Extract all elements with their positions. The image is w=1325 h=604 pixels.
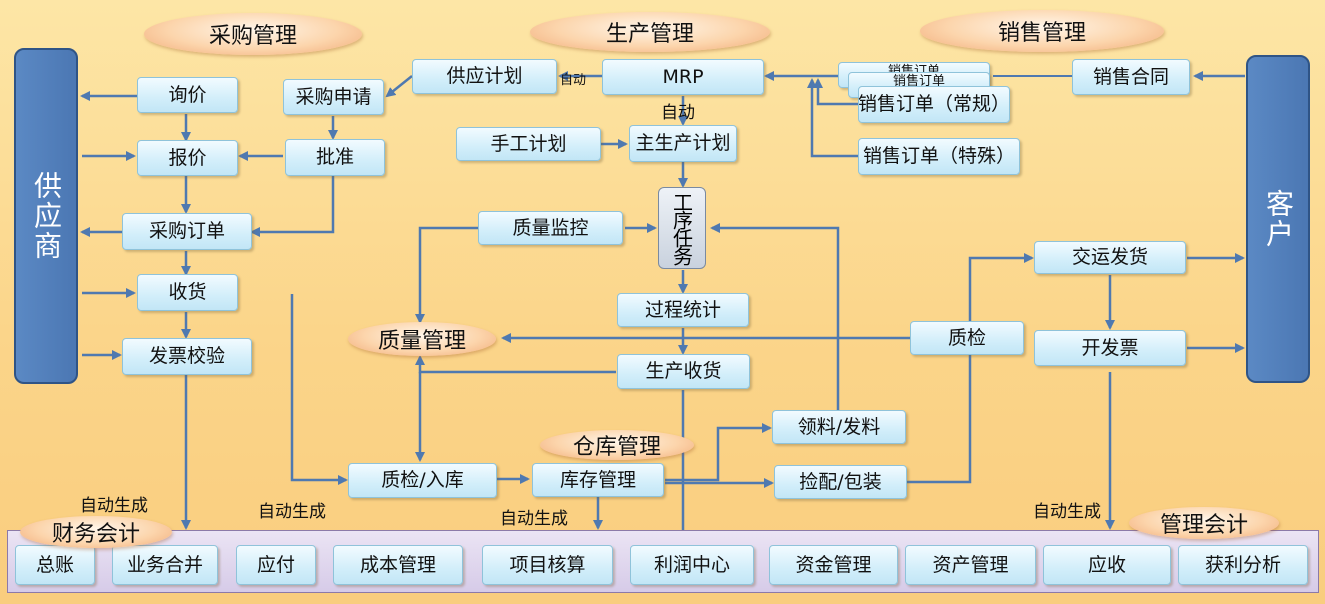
finance-accounting-label: 财务会计 — [20, 516, 172, 548]
qc-inbound-box[interactable]: 质检/入库 — [348, 463, 497, 498]
material-issue-box[interactable]: 领料/发料 — [772, 410, 906, 444]
finance-module-project-accounting[interactable]: 项目核算 — [482, 545, 613, 585]
receiving-box[interactable]: 收货 — [137, 274, 238, 311]
supplier-panel: 供应商 — [14, 48, 78, 384]
finance-module-profitability-analysis[interactable]: 获利分析 — [1178, 545, 1308, 585]
finance-module-general-ledger[interactable]: 总账 — [15, 545, 95, 585]
auto-generate-label-4: 自动生成 — [1033, 502, 1101, 522]
master-production-plan-box[interactable]: 主生产计划 — [629, 125, 737, 162]
approve-box[interactable]: 批准 — [285, 139, 385, 176]
quality-management-label: 质量管理 — [348, 322, 496, 356]
mrp-box[interactable]: MRP — [602, 59, 764, 95]
process-task-box[interactable]: 工序任务 — [658, 187, 706, 269]
auto-generate-label-3: 自动生成 — [500, 509, 568, 529]
finance-module-treasury[interactable]: 资金管理 — [769, 545, 898, 585]
process-statistics-box[interactable]: 过程统计 — [617, 293, 749, 327]
customer-panel: 客户 — [1246, 55, 1310, 383]
quality-monitor-box[interactable]: 质量监控 — [478, 211, 623, 245]
production-receipt-box[interactable]: 生产收货 — [617, 354, 750, 389]
sales-order-regular-box[interactable]: 销售订单（常规） — [858, 86, 1010, 123]
finance-module-profit-center[interactable]: 利润中心 — [630, 545, 754, 585]
supply-plan-box[interactable]: 供应计划 — [412, 59, 557, 94]
finance-module-consolidation[interactable]: 业务合并 — [112, 545, 218, 585]
purchase-request-box[interactable]: 采购申请 — [283, 79, 384, 115]
quote-box[interactable]: 报价 — [137, 140, 238, 176]
invoicing-box[interactable]: 开发票 — [1034, 330, 1186, 366]
management-accounting-label: 管理会计 — [1129, 507, 1279, 539]
sales-management-label: 销售管理 — [920, 10, 1164, 52]
finance-module-asset-management[interactable]: 资产管理 — [905, 545, 1036, 585]
finance-module-payables[interactable]: 应付 — [236, 545, 316, 585]
purchase-management-label: 采购管理 — [144, 13, 362, 55]
sales-order-special-box[interactable]: 销售订单（特殊） — [858, 138, 1020, 175]
quality-check-box[interactable]: 质检 — [910, 321, 1024, 355]
finance-module-receivables[interactable]: 应收 — [1043, 545, 1171, 585]
auto-generate-label-1: 自动生成 — [80, 496, 148, 516]
invoice-check-box[interactable]: 发票校验 — [122, 338, 252, 375]
warehouse-management-label: 仓库管理 — [540, 430, 694, 460]
delivery-box[interactable]: 交运发货 — [1034, 241, 1186, 274]
inventory-management-box[interactable]: 库存管理 — [532, 463, 664, 497]
manual-plan-box[interactable]: 手工计划 — [456, 127, 601, 161]
auto-label-mrp: 自动 — [661, 103, 695, 123]
production-management-label: 生产管理 — [530, 12, 770, 52]
sales-contract-box[interactable]: 销售合同 — [1072, 59, 1190, 95]
purchase-order-box[interactable]: 采购订单 — [122, 213, 252, 250]
auto-generate-label-2: 自动生成 — [258, 502, 326, 522]
finance-module-cost-management[interactable]: 成本管理 — [333, 545, 463, 585]
inquiry-box[interactable]: 询价 — [137, 77, 238, 113]
pick-pack-box[interactable]: 捡配/包装 — [774, 465, 907, 499]
auto-label-supply: 自动 — [560, 73, 587, 88]
